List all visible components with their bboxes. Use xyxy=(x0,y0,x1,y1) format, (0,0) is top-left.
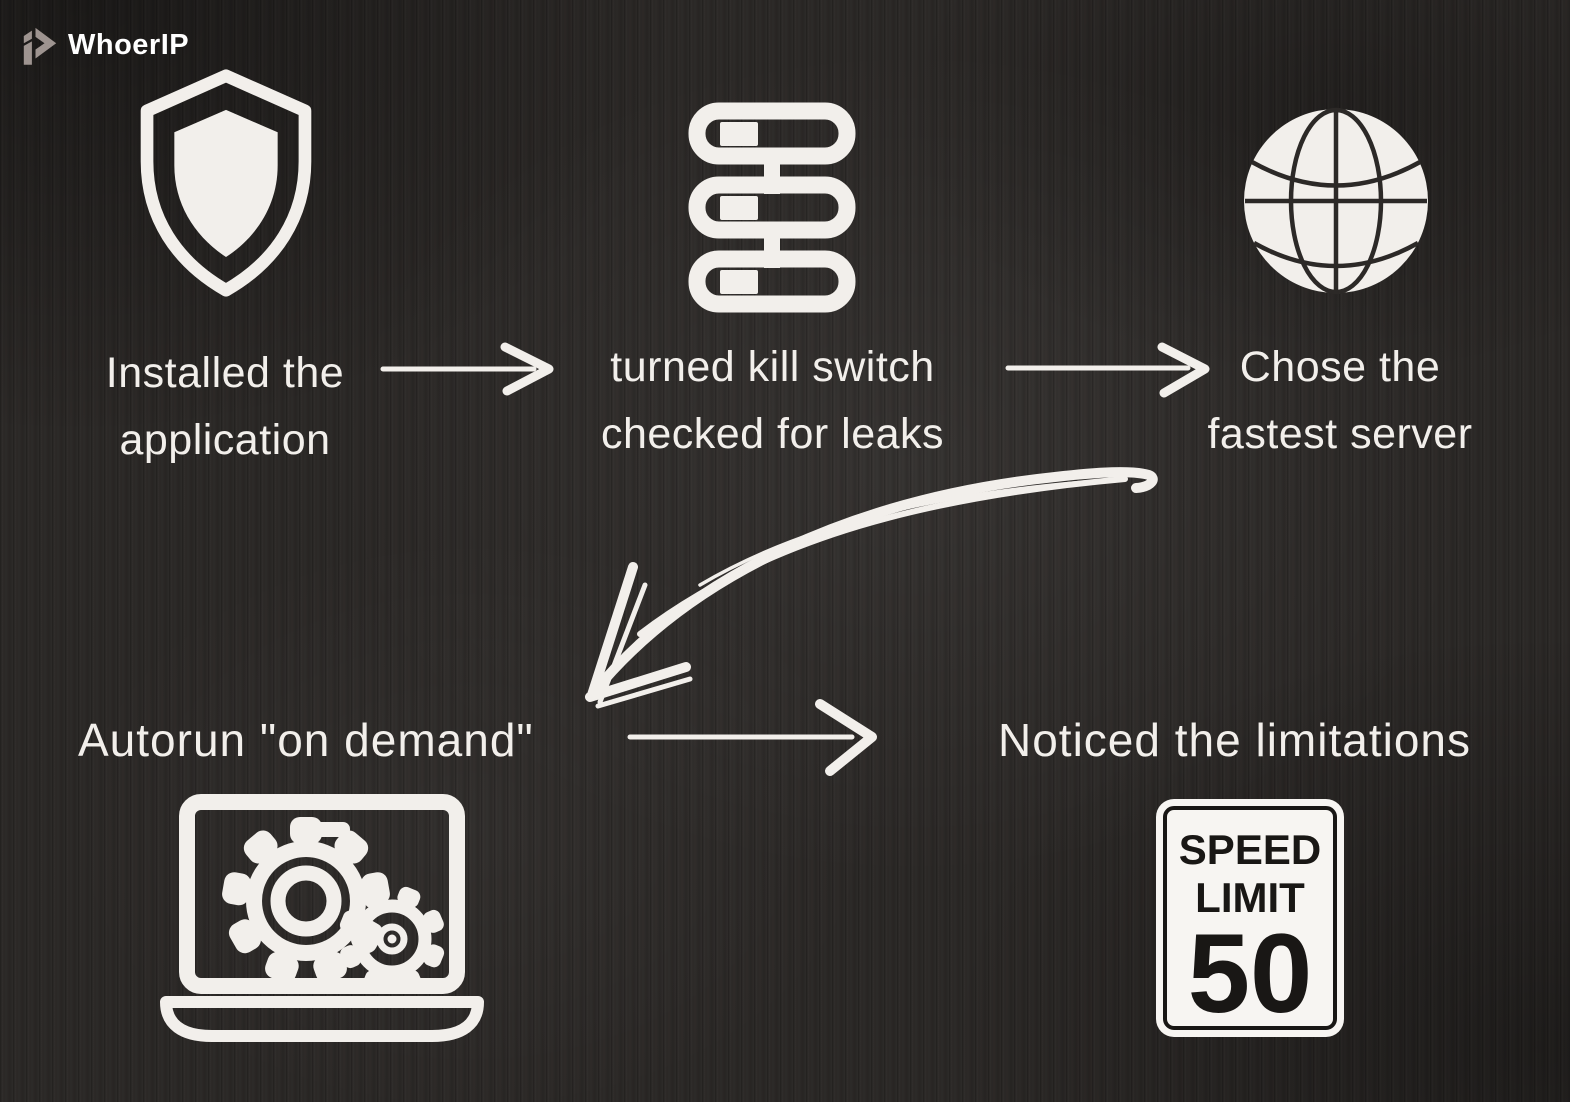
step3-label-line2: fastest server xyxy=(1207,410,1473,458)
step5-label-line1: Noticed the limitations xyxy=(998,714,1471,766)
step3-label-line1: Chose the xyxy=(1239,343,1441,391)
logo: WhoerIP xyxy=(22,24,189,66)
step2-label-line2: checked for leaks xyxy=(600,410,945,458)
step4-label: Autorun "on demand" xyxy=(78,710,534,770)
sign-value: 50 xyxy=(1187,911,1313,1036)
globe-icon xyxy=(1244,107,1428,295)
step5-label: Noticed the limitations xyxy=(998,710,1471,770)
logo-text: WhoerIP xyxy=(68,28,190,61)
speed-limit-sign: SPEED LIMIT 50 xyxy=(1156,799,1344,1037)
curved-arrow-step3-step4-icon xyxy=(585,467,1158,709)
step1-label: Installed the application xyxy=(30,340,420,474)
big-gear-icon xyxy=(222,817,390,983)
step3-label: Chose the fastest server xyxy=(1130,334,1550,468)
laptop-gears-icon xyxy=(160,794,484,1042)
arrow-step2-step3-icon xyxy=(1005,342,1210,398)
step1-label-line1: Installed the xyxy=(105,349,345,397)
speed-limit-sign-border: SPEED LIMIT 50 xyxy=(1163,806,1337,1030)
shield-icon xyxy=(140,69,312,297)
whoerip-logo-icon xyxy=(23,27,57,65)
arrow-step1-step2-icon xyxy=(380,342,554,396)
sign-word-limit: LIMIT xyxy=(1195,874,1305,921)
step4-label-line1: Autorun "on demand" xyxy=(78,714,534,766)
step2-label-line1: turned kill switch xyxy=(610,343,935,391)
step1-label-line2: application xyxy=(119,416,331,464)
server-stack-icon xyxy=(688,102,856,313)
step2-label: turned kill switch checked for leaks xyxy=(535,334,1010,468)
sign-word-speed: SPEED xyxy=(1178,826,1322,873)
arrow-step4-step5-icon xyxy=(627,699,877,776)
